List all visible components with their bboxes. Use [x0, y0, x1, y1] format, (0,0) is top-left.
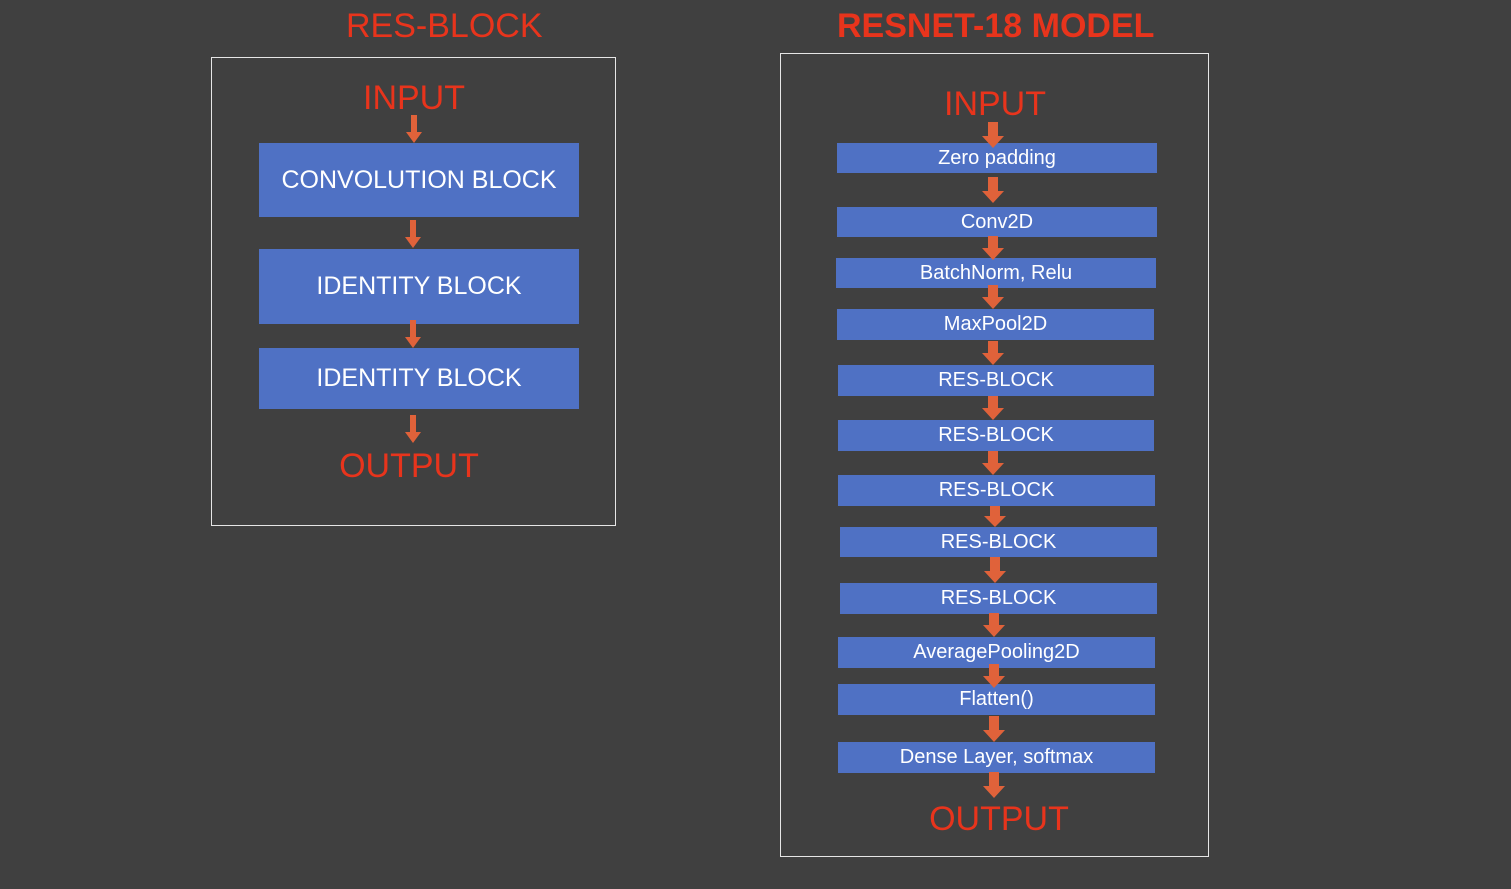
arrow-down-icon	[405, 220, 421, 248]
arrow-down-icon	[983, 664, 1005, 688]
resnet18-title: RESNET-18 MODEL	[837, 7, 1155, 45]
maxpool2d-layer: MaxPool2D	[837, 309, 1154, 340]
arrow-down-icon	[984, 506, 1006, 527]
arrow-down-icon	[405, 415, 421, 443]
batchnorm-relu-layer: BatchNorm, Relu	[836, 258, 1156, 288]
res-block-output-label: OUTPUT	[339, 447, 479, 485]
arrow-down-icon	[982, 236, 1004, 260]
flatten-layer: Flatten()	[838, 684, 1155, 715]
identity-block: IDENTITY BLOCK	[259, 249, 579, 324]
arrow-down-icon	[982, 396, 1004, 420]
res-block-layer: RES-BLOCK	[840, 527, 1157, 557]
res-block-frame	[211, 57, 616, 526]
res-block-layer: RES-BLOCK	[838, 475, 1155, 506]
resnet18-output-label: OUTPUT	[929, 800, 1069, 838]
arrow-down-icon	[983, 716, 1005, 742]
arrow-down-icon	[984, 557, 1006, 583]
res-block-input-label: INPUT	[363, 79, 465, 117]
arrow-down-icon	[982, 122, 1004, 148]
resnet18-input-label: INPUT	[944, 85, 1046, 123]
conv2d-layer: Conv2D	[837, 207, 1157, 237]
arrow-down-icon	[982, 285, 1004, 309]
res-block-layer: RES-BLOCK	[840, 583, 1157, 614]
arrow-down-icon	[982, 177, 1004, 203]
arrow-down-icon	[982, 451, 1004, 475]
identity-block: IDENTITY BLOCK	[259, 348, 579, 409]
arrow-down-icon	[983, 772, 1005, 798]
convolution-block: CONVOLUTION BLOCK	[259, 143, 579, 217]
res-block-title: RES-BLOCK	[346, 7, 543, 45]
arrow-down-icon	[405, 320, 421, 348]
arrow-down-icon	[406, 115, 422, 143]
res-block-layer: RES-BLOCK	[838, 420, 1154, 451]
resnet18-frame	[780, 53, 1209, 857]
arrow-down-icon	[983, 613, 1005, 637]
dense-softmax-layer: Dense Layer, softmax	[838, 742, 1155, 773]
zero-padding-layer: Zero padding	[837, 143, 1157, 173]
average-pooling2d-layer: AveragePooling2D	[838, 637, 1155, 668]
arrow-down-icon	[982, 341, 1004, 365]
res-block-layer: RES-BLOCK	[838, 365, 1154, 396]
